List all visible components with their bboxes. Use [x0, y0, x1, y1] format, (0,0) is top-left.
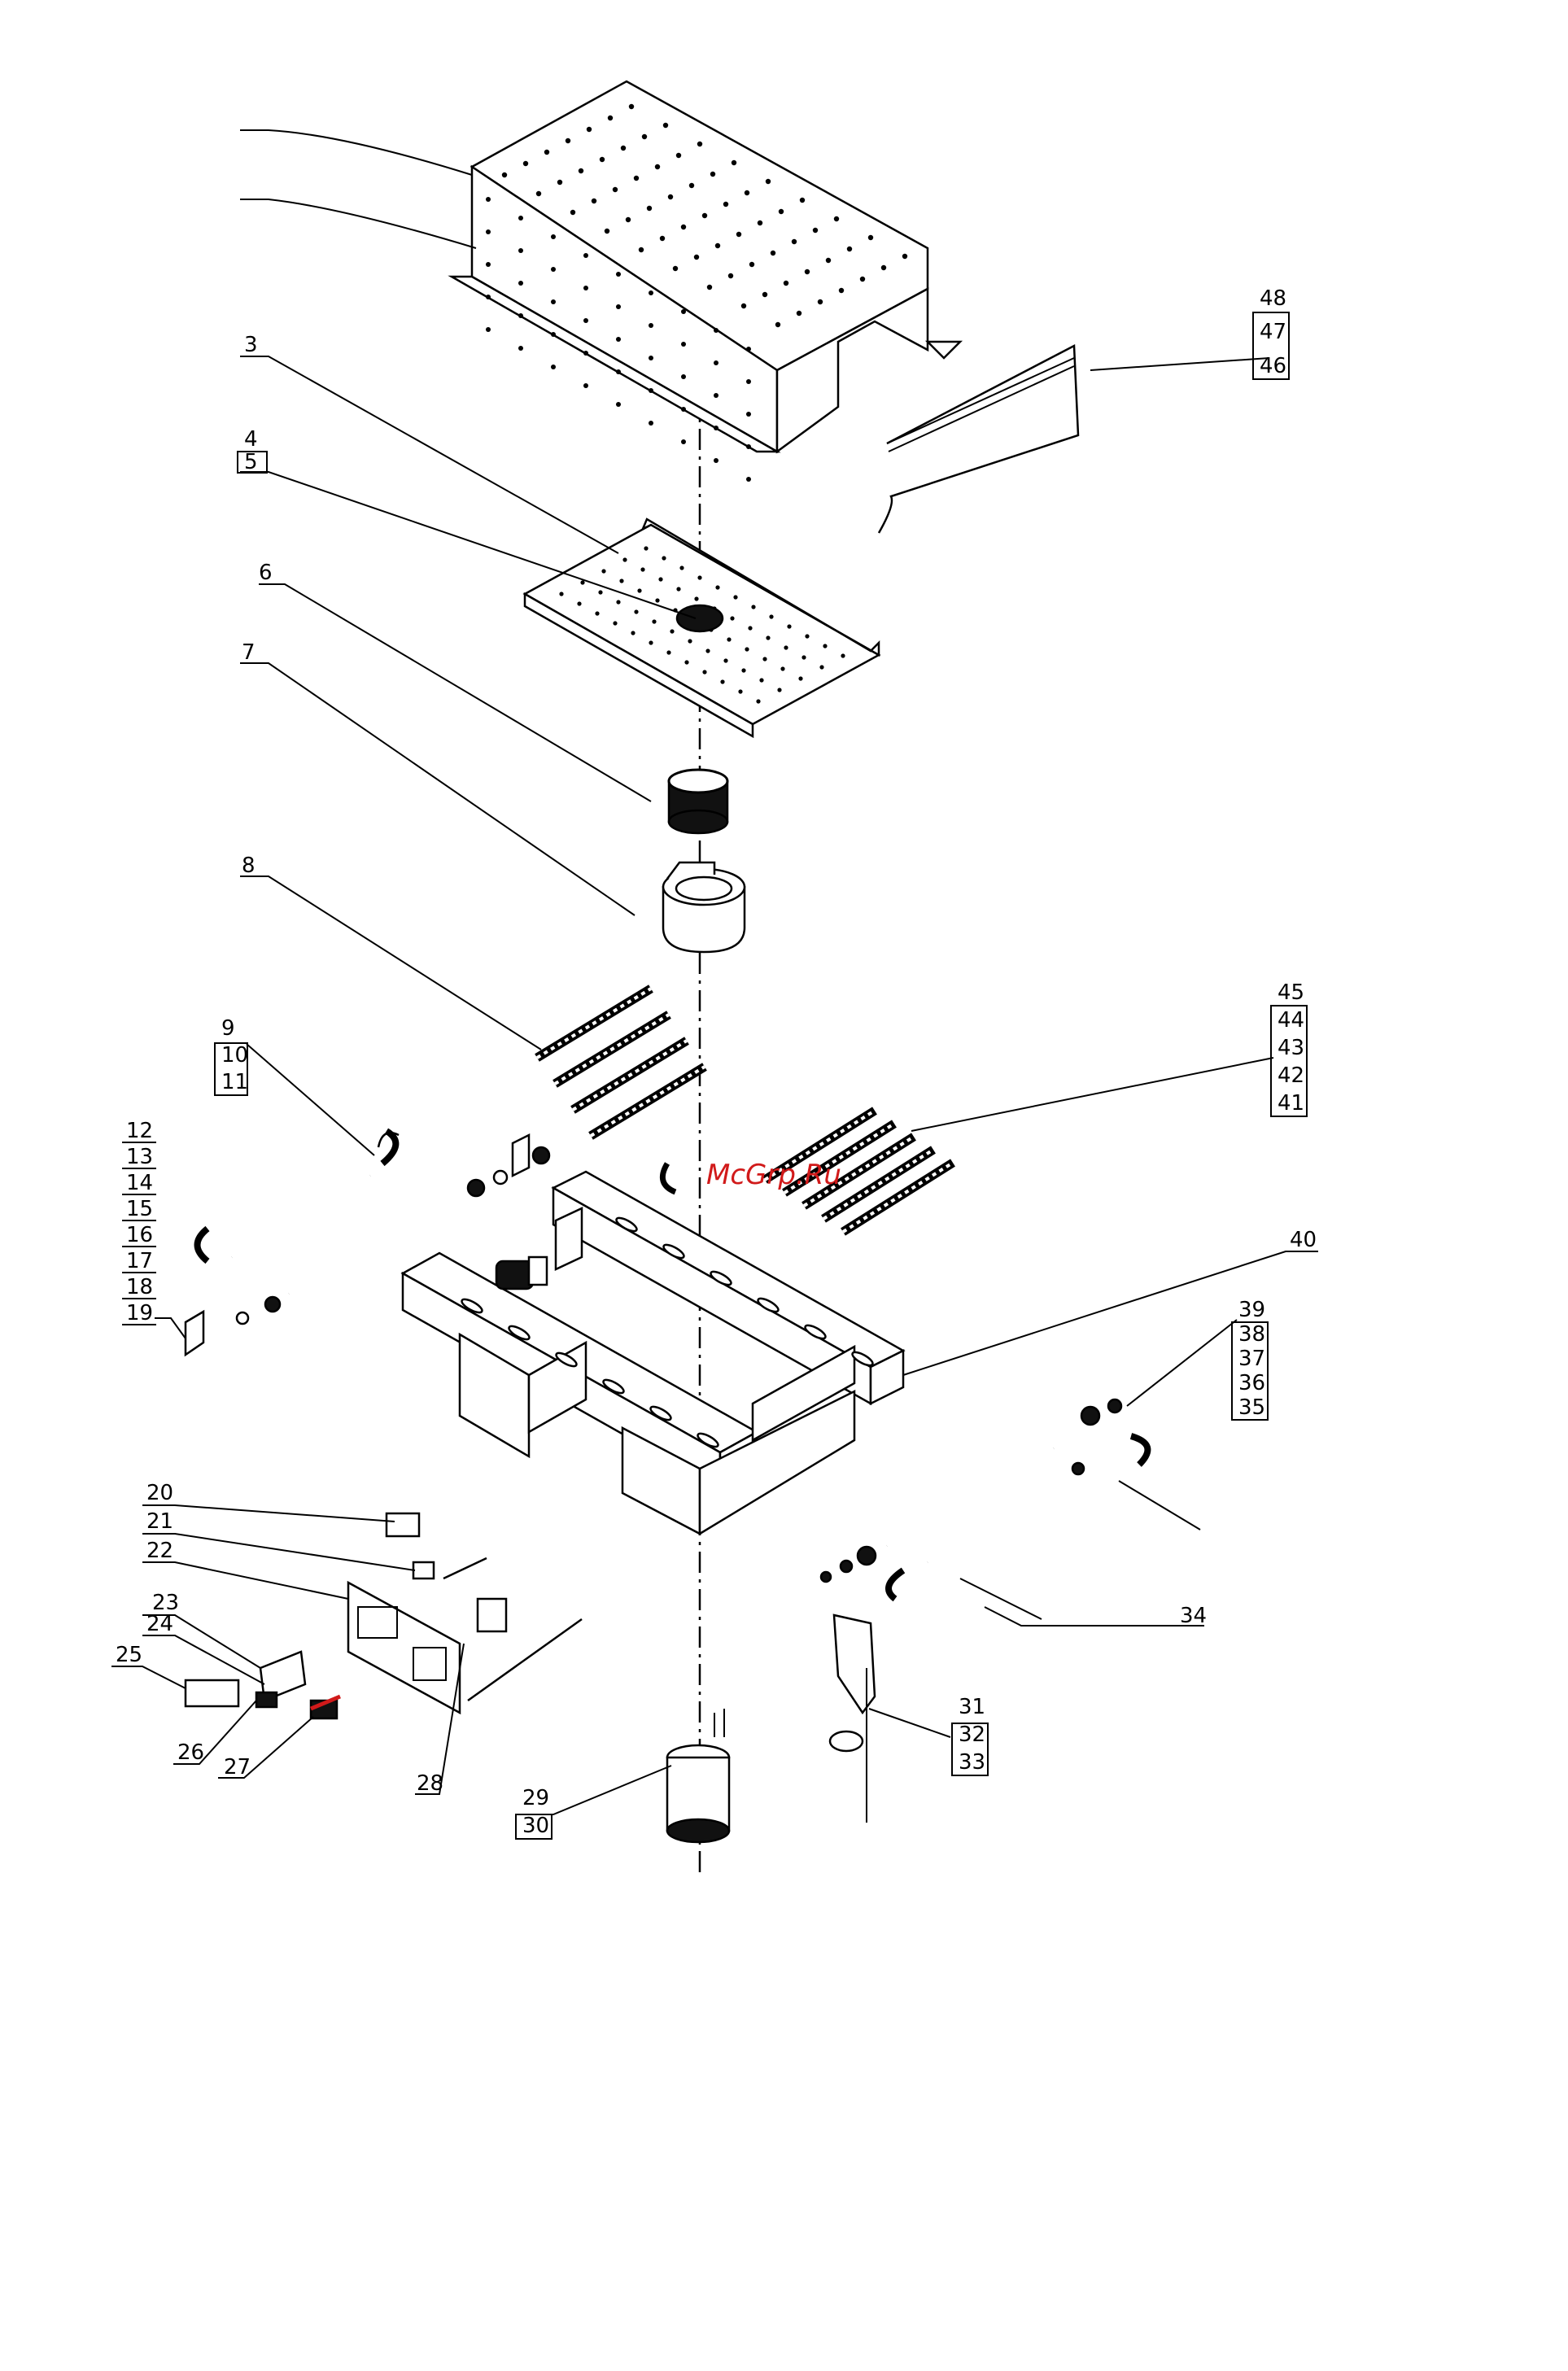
callout-3: 3: [244, 333, 258, 357]
callout-35: 35: [1238, 1395, 1265, 1420]
callout-44: 44: [1278, 1008, 1304, 1033]
callout-7: 7: [242, 640, 256, 665]
callout-38: 38: [1238, 1322, 1265, 1347]
callout-42: 42: [1278, 1063, 1304, 1088]
callout-group-12-19: 12 13 14 15 16 17 18 19: [122, 1119, 156, 1325]
callout-5: 5: [244, 450, 258, 474]
callout-37: 37: [1238, 1347, 1265, 1371]
callout-10: 10: [221, 1043, 248, 1068]
callout-41: 41: [1278, 1091, 1304, 1116]
fan-housing: [663, 862, 745, 952]
callout-17: 17: [126, 1249, 153, 1273]
leader-line-2: [240, 199, 476, 248]
right-roller-assembly: [821, 1399, 1200, 1619]
callout-8: 8: [242, 854, 256, 878]
callout-29: 29: [522, 1786, 549, 1810]
watermark: McGrp.Ru: [706, 1159, 841, 1191]
callout-18: 18: [126, 1275, 153, 1299]
callout-36: 36: [1238, 1371, 1265, 1395]
top-cover: [452, 81, 960, 482]
callout-6: 6: [259, 561, 273, 585]
callout-4: 4: [244, 427, 258, 452]
callout-11: 11: [221, 1070, 248, 1094]
leader-line-1: [240, 130, 472, 175]
callout-40: 40: [1290, 1228, 1317, 1252]
callout-25: 25: [116, 1643, 142, 1667]
perforated-plate: [525, 519, 879, 736]
callout-21: 21: [146, 1509, 173, 1534]
callout-47: 47: [1260, 320, 1286, 344]
callout-24: 24: [146, 1612, 173, 1636]
fan-part: [669, 770, 727, 833]
callout-15: 15: [126, 1197, 153, 1221]
callout-13: 13: [126, 1145, 153, 1169]
callout-30: 30: [522, 1814, 549, 1838]
callout-48: 48: [1260, 286, 1286, 311]
callout-33: 33: [959, 1750, 985, 1775]
callout-46: 46: [1260, 354, 1286, 378]
callout-9: 9: [221, 1016, 235, 1041]
callout-group-46-48: 48 47 46: [1253, 286, 1289, 379]
callout-27: 27: [224, 1755, 251, 1779]
callout-16: 16: [126, 1223, 153, 1247]
callout-22: 22: [146, 1539, 173, 1563]
callout-34: 34: [1180, 1604, 1207, 1628]
heating-tubes-8: [537, 989, 705, 1136]
callout-32: 32: [959, 1723, 985, 1747]
callout-26: 26: [177, 1740, 204, 1765]
callout-19: 19: [126, 1301, 153, 1325]
callout-43: 43: [1278, 1036, 1304, 1060]
side-panel: [879, 346, 1078, 533]
callout-labels: 3 4 5 6 7 8 9 10 11 12 13 14 15 16 17 18…: [116, 286, 1317, 1839]
callout-20: 20: [146, 1481, 173, 1505]
callout-14: 14: [126, 1171, 153, 1195]
callout-31: 31: [959, 1695, 985, 1719]
callout-group-35-39: 39 38 37 36 35: [1232, 1298, 1268, 1420]
main-frame: [403, 1172, 903, 1534]
callout-28: 28: [417, 1771, 443, 1796]
caster-bracket: [830, 1615, 875, 1823]
callout-45: 45: [1278, 980, 1304, 1005]
motor: [667, 1709, 729, 1842]
callout-12: 12: [126, 1119, 153, 1143]
callout-group-41-45: 45 44 43 42 41: [1271, 980, 1307, 1116]
callout-39: 39: [1238, 1298, 1265, 1322]
